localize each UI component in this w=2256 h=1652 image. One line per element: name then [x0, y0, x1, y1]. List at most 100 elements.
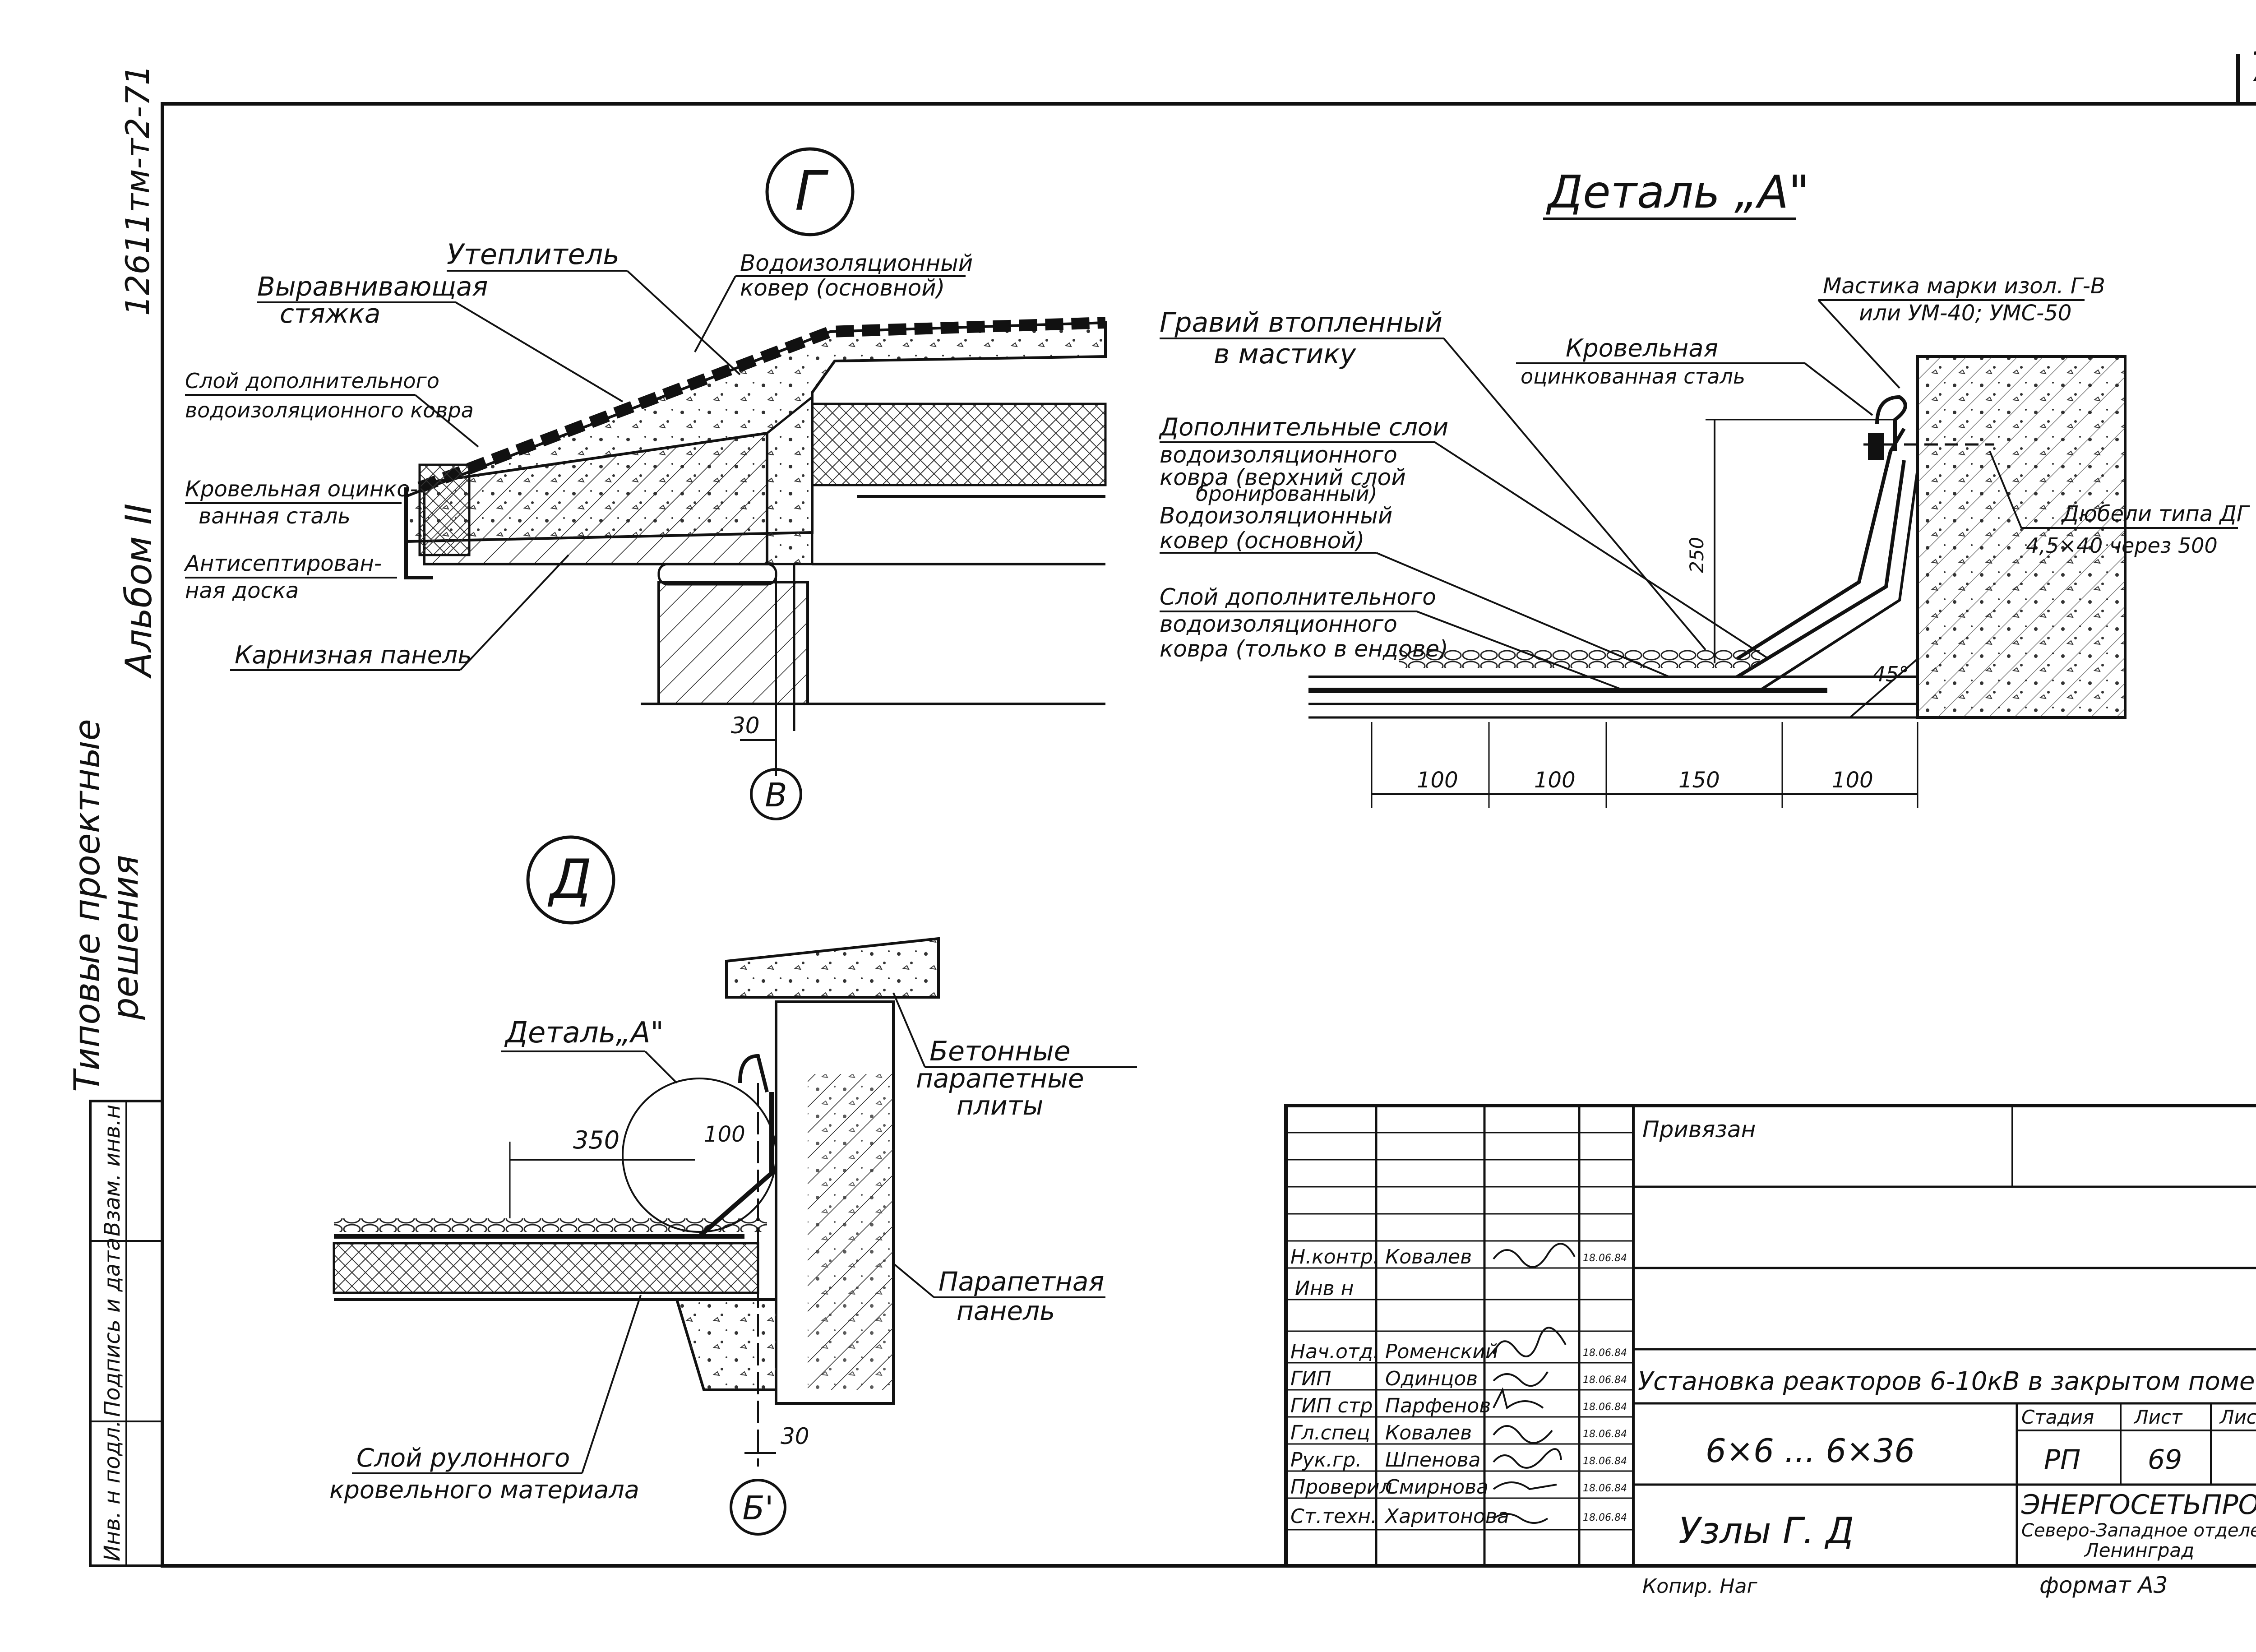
node-g: Г В 30 Утеплитель Выравнивающая стяжка	[184, 147, 1107, 820]
strip-col3: Взам. инв.н	[100, 1105, 125, 1236]
tb-row-role: Ст.техн.	[1290, 1505, 1377, 1528]
dim-d1: 100	[1417, 768, 1458, 793]
series-line2: решения	[106, 855, 146, 1020]
label-valley-2: водоизоляционного	[1160, 611, 1397, 637]
label-screed-1: Выравнивающая	[257, 271, 488, 302]
label-extra-layers-3: ковра (верхний слой	[1160, 464, 1406, 491]
label-slabs-3: плиты	[957, 1090, 1043, 1121]
tb-row-date: 18.06.84	[1583, 1347, 1627, 1359]
label-steel-2: ванная сталь	[199, 504, 351, 529]
series-line1: Типовые проектные	[67, 719, 108, 1092]
tb-row-role: Нач.отд.	[1290, 1340, 1379, 1363]
label-slabs-2: парапетные	[916, 1063, 1084, 1094]
label-waterproof-2: ковер (основной)	[740, 275, 945, 301]
tb-row-name: Шпенова	[1385, 1448, 1480, 1472]
signature-marks	[1493, 1243, 1576, 1524]
tb-row-date: 18.06.84	[1583, 1429, 1627, 1440]
tb-row-name: Парфенов	[1385, 1394, 1491, 1417]
label-gravel-1: Гравий втопленный	[1160, 307, 1442, 338]
tb-title: Установка реакторов 6-10кВ в закрытом по…	[1638, 1367, 2256, 1396]
label-screed-2: стяжка	[280, 298, 380, 329]
label-mastic-2: или УМ-40; УМС-50	[1859, 301, 2071, 326]
tb-row-role: Проверил	[1290, 1476, 1392, 1499]
label-board-2: ная доска	[185, 578, 299, 603]
tb-format: формат А3	[2039, 1572, 2168, 1598]
node-d-dim-100: 100	[704, 1122, 745, 1147]
label-roof-steel-1: Кровельная	[1566, 334, 1718, 362]
left-strip: Инв. н подл. Подпись и дата Взам. инв.н	[89, 1100, 164, 1567]
side-stamp: 12611тм-т2-71 Альбом II Типовые проектны…	[67, 65, 160, 1092]
tb-row-name: Смирнова	[1385, 1476, 1489, 1499]
node-d-callout: Деталь„А"	[504, 1016, 664, 1050]
dim-angle: 45°	[1872, 662, 1909, 686]
tb-stage: РП	[2044, 1444, 2080, 1476]
node-d: Д Деталь„А" 350 100 30 Б' Бетонные	[329, 835, 1137, 1536]
label-board-1: Антисептирован-	[184, 551, 382, 576]
parapet-slab	[725, 937, 940, 999]
title-block: Инв н Привязан АС Установка реакторов 6-…	[1284, 1104, 2256, 1598]
label-roll-1: Слой рулонного	[356, 1444, 570, 1473]
strip-col1: Инв. н подл.	[100, 1420, 125, 1561]
tb-inv: Инв н	[1295, 1277, 1354, 1300]
tb-row-name: Харитонова	[1384, 1505, 1509, 1528]
node-g-axis-circle	[750, 768, 802, 820]
tb-sheets-hdr: Листов	[2219, 1406, 2256, 1428]
node-d-dim-30: 30	[781, 1423, 809, 1449]
strip-col2: Подпись и дата	[100, 1237, 125, 1417]
tb-org-3: Ленинград	[2084, 1539, 2194, 1561]
tb-row-name: Ковалев	[1385, 1245, 1472, 1268]
node-d-marker-circle	[526, 835, 615, 925]
label-valley-1: Слой дополнительного	[1160, 584, 1436, 610]
sheet-number: 70	[2249, 44, 2256, 91]
label-insulation: Утеплитель	[447, 238, 619, 271]
label-main-1: Водоизоляционный	[1160, 503, 1392, 529]
label-extra-layers-4: бронированный)	[1196, 481, 1378, 506]
dim-d4: 100	[1832, 768, 1873, 793]
tb-stage-hdr: Стадия	[2021, 1406, 2094, 1428]
tb-row-date: 18.06.84	[1583, 1483, 1627, 1494]
tb-row-name: Роменский	[1385, 1340, 1498, 1363]
tb-row-role: Рук.гр.	[1290, 1448, 1362, 1472]
label-dowel-1: Дюбели типа ДГ	[2061, 501, 2250, 527]
tb-row-role: ГИП стр	[1290, 1394, 1373, 1417]
label-extra-1: Слой дополнительного	[185, 369, 439, 393]
album-label: Альбом II	[118, 504, 160, 679]
tb-sheet-hdr: Лист	[2133, 1406, 2183, 1428]
project-code: 12611тм-т2-71	[119, 65, 157, 316]
label-cornice: Карнизная панель	[235, 641, 472, 669]
tb-row-name: Одинцов	[1385, 1367, 1478, 1390]
label-dowel-2: 4,5×40 через 500	[2026, 533, 2218, 558]
dim-height: 250	[1686, 537, 1708, 573]
tb-row-date: 18.06.84	[1583, 1253, 1627, 1264]
label-gravel-2: в мастику	[1214, 338, 1357, 370]
tb-range: 6×6 ... 6×36	[1706, 1432, 1915, 1470]
node-d-axis-marker: Б'	[742, 1489, 773, 1527]
label-main-2: ковер (основной)	[1160, 528, 1364, 554]
label-mastic-1: Мастика марки изол. Г-В	[1823, 273, 2105, 299]
node-d-marker: Д	[547, 848, 592, 911]
tb-row-role: Н.контр.	[1290, 1245, 1379, 1268]
tb-row-date: 18.06.84	[1583, 1402, 1627, 1413]
label-valley-3: ковра (только в ендове)	[1160, 636, 1448, 662]
tb-copied: Копир. Наг	[1642, 1575, 1757, 1598]
node-d-axis-circle	[730, 1479, 786, 1536]
tb-roles: Н.контр. Ковалев 18.06.84 Нач.отд. Ромен…	[1290, 1245, 1627, 1528]
node-g-marker: Г	[795, 160, 829, 223]
label-roof-steel-2: оцинкованная сталь	[1521, 364, 1745, 389]
dim-d3: 150	[1678, 768, 1720, 793]
label-extra-layers-1: Дополнительные слои	[1159, 413, 1448, 441]
tb-org-1: ЭНЕРГОСЕТЬПРОЕКТ	[2021, 1489, 2256, 1521]
dim-d2: 100	[1534, 768, 1576, 793]
tb-row-role: ГИП	[1290, 1367, 1331, 1390]
label-slabs-1: Бетонные	[929, 1036, 1070, 1067]
detail-a-title: Деталь „А"	[1546, 166, 1809, 218]
label-extra-2: водоизоляционного ковра	[185, 398, 474, 422]
tb-row-role: Гл.спец	[1290, 1421, 1370, 1444]
node-d-dim-350: 350	[573, 1126, 619, 1154]
label-steel-1: Кровельная оцинко-	[185, 477, 418, 502]
node-g-axis-marker: В	[765, 776, 787, 814]
label-waterproof-1: Водоизоляционный	[740, 250, 973, 276]
label-roll-2: кровельного материала	[329, 1476, 639, 1504]
label-extra-layers-2: водоизоляционного	[1160, 442, 1397, 468]
